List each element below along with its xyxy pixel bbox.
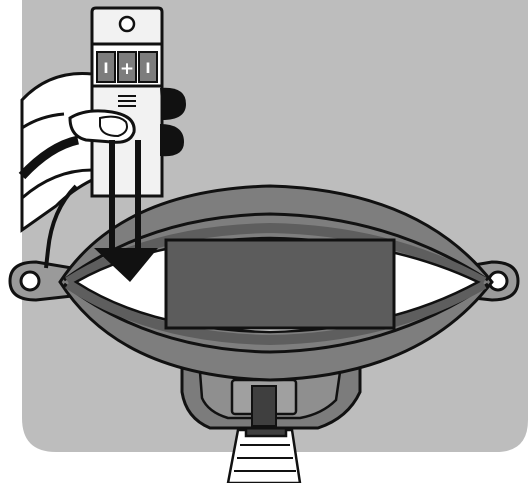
terminal-label-right: I (145, 61, 150, 77)
battery-terminal-right (138, 51, 158, 83)
battery-terminal-center (117, 51, 137, 83)
insert-arrow-icon (94, 140, 158, 282)
left-eyelet-icon (8, 260, 74, 302)
terminal-label-left: I (103, 61, 108, 77)
battery-pack-icon: I + I (90, 6, 164, 198)
device-pouch (58, 184, 494, 382)
terminal-label-center: + (120, 59, 134, 79)
battery-terminal-left (96, 51, 116, 83)
hand-icon (18, 72, 186, 269)
